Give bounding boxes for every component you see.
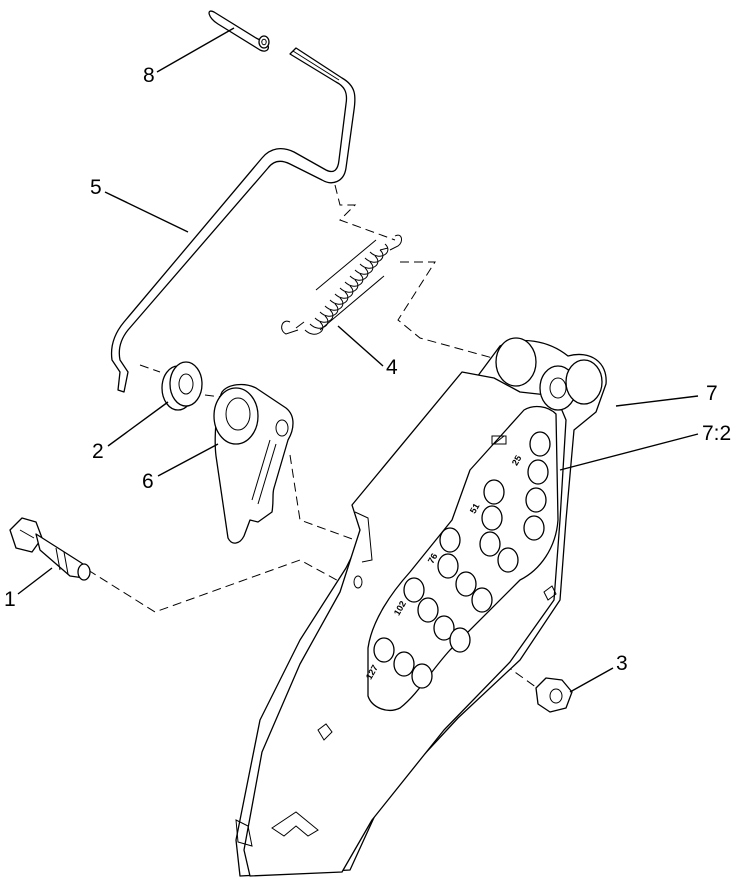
plate-label-25: 25 — [510, 454, 524, 468]
leader-lines — [17, 27, 699, 693]
part-1-bolt — [9, 517, 91, 581]
callout-7-2: 7:2 — [702, 422, 731, 445]
callout-8: 8 — [143, 64, 155, 87]
plate-label-51: 51 — [468, 502, 482, 516]
holes-25 — [523, 431, 551, 541]
plate-label-76: 76 — [426, 552, 440, 566]
callout-7: 7 — [706, 382, 718, 405]
callouts: 8 5 4 2 6 1 3 7 7:2 — [4, 64, 731, 675]
callout-5: 5 — [90, 176, 102, 199]
callout-3: 3 — [616, 652, 628, 675]
holes-102 — [403, 577, 471, 653]
holes-127 — [373, 637, 433, 689]
part-4-spring — [281, 234, 403, 335]
callout-4: 4 — [386, 356, 398, 379]
part-3-nut — [535, 677, 573, 713]
callout-6: 6 — [142, 470, 154, 493]
part-8-pin — [208, 10, 270, 52]
part-7-2-height-plate: 25 51 76 102 127 — [364, 405, 559, 711]
part-6-lever — [213, 383, 294, 544]
callout-2: 2 — [92, 440, 104, 463]
holes-76 — [437, 527, 493, 613]
part-2-bushing — [161, 361, 203, 411]
callout-1: 1 — [4, 588, 16, 611]
part-5-rod — [110, 47, 356, 393]
holes-51 — [479, 479, 519, 573]
